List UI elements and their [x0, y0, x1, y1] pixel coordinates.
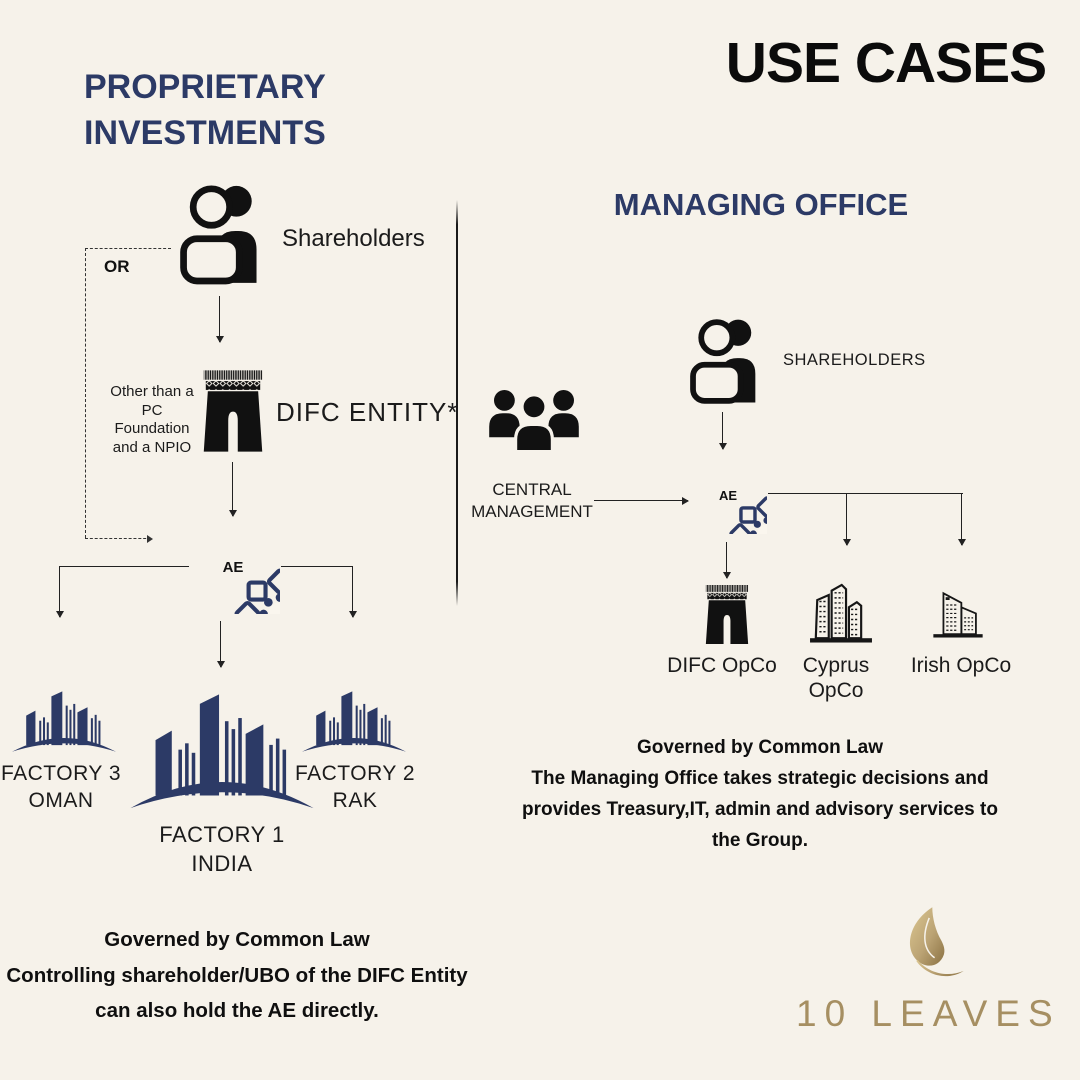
- ae-emblem-right: AE: [689, 456, 767, 534]
- right-footnote: Governed by Common Law The Managing Offi…: [522, 737, 998, 851]
- left-footnote: Governed by Common Law Controlling share…: [6, 928, 468, 1022]
- factory2-icon: [298, 672, 410, 756]
- difc-gate-icon: [199, 370, 267, 452]
- connector-ae-factory3: [56, 566, 65, 618]
- or-label: OR: [104, 257, 130, 276]
- factory2-label: FACTORY 2 RAK: [294, 762, 416, 812]
- connector-ae-irish: [958, 493, 967, 546]
- irish-opco-label: Irish OpCo: [910, 654, 1012, 677]
- use-cases-title: USE CASES: [725, 31, 1047, 95]
- difc-entity-note: Other than a PC Foundation and a NPIO: [110, 383, 194, 456]
- shareholders-right-icon: [684, 312, 766, 406]
- connector-difc-ae: [229, 462, 238, 517]
- connector-ae-difc-opco: [723, 542, 732, 579]
- difc-opco-icon: [702, 585, 752, 644]
- managing-office-title: MANAGING OFFICE: [613, 187, 909, 222]
- connector-central-ae: [594, 496, 689, 505]
- title-line-1: PROPRIETARY: [84, 68, 326, 106]
- or-path-top: [85, 248, 171, 249]
- leaf-logo-icon: [884, 902, 976, 986]
- cyprus-opco-icon: [804, 577, 878, 649]
- central-management-icon: [486, 384, 582, 456]
- factory3-label: FACTORY 3 OMAN: [0, 762, 122, 812]
- factory3-icon: [8, 672, 120, 756]
- branch-line-right: [768, 493, 963, 494]
- cyprus-opco-label: Cyprus OpCo: [802, 654, 870, 702]
- factory1-icon: [126, 658, 318, 816]
- branch-line-left-a: [59, 566, 189, 567]
- or-path-arrow: [85, 534, 153, 543]
- branch-line-left-b: [281, 566, 353, 567]
- shareholders-icon: [173, 178, 269, 286]
- brand-logo-text: 10 LEAVES: [796, 993, 1061, 1034]
- irish-opco-icon: [930, 582, 986, 646]
- ae-label: AE: [718, 487, 738, 503]
- or-path-vertical: [85, 248, 86, 538]
- ae-emblem-left: AE: [186, 520, 280, 614]
- title-line-2: INVESTMENTS: [84, 114, 326, 152]
- section-divider: [456, 200, 458, 606]
- factory1-label: FACTORY 1 INDIA: [159, 822, 285, 876]
- connector-shareholders-difc: [216, 296, 225, 343]
- difc-entity-label: DIFC ENTITY*: [276, 397, 459, 427]
- connector-ae-cyprus: [843, 493, 852, 546]
- shareholders-right-label: SHAREHOLDERS: [783, 351, 926, 369]
- connector-ae-factory2: [349, 566, 358, 618]
- ae-label: AE: [222, 558, 244, 576]
- difc-opco-label: DIFC OpCo: [667, 654, 777, 677]
- central-management-label: CENTRAL MANAGEMENT: [471, 480, 593, 521]
- connector-ae-factory1: [217, 621, 226, 668]
- connector-shareholders-ae-right: [719, 412, 728, 450]
- shareholders-label: Shareholders: [282, 225, 425, 252]
- proprietary-investments-title: PROPRIETARY INVESTMENTS: [84, 64, 326, 156]
